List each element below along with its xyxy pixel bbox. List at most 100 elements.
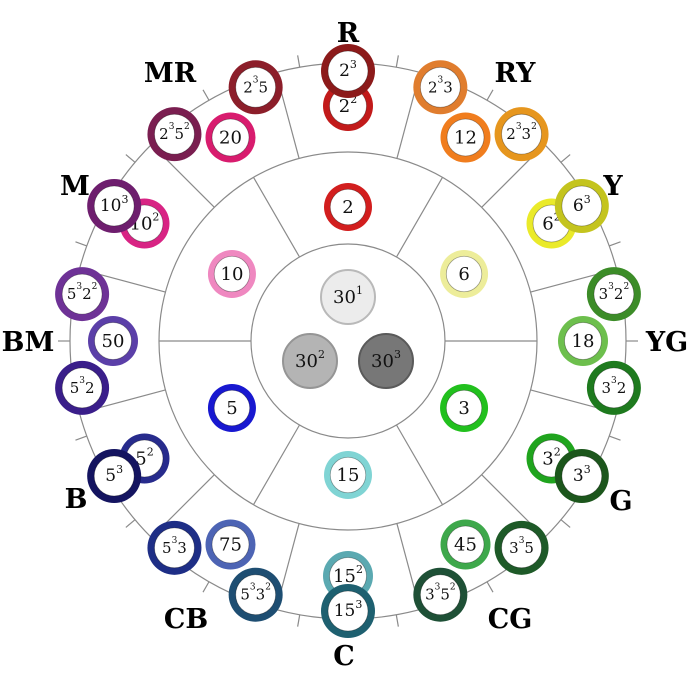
chip-face: [446, 118, 485, 157]
spoke-outer: [560, 154, 571, 163]
spoke-inner: [395, 177, 444, 258]
spoke-outer: [125, 154, 136, 163]
label-yg: YG: [645, 327, 688, 358]
spoke-inner: [252, 424, 301, 505]
core-chip-face: [282, 333, 338, 389]
chip-face: [445, 255, 483, 293]
chip-label: 33: [573, 463, 591, 487]
chip-label: 153: [334, 598, 363, 622]
chip-face: [154, 113, 195, 155]
chip-label: 3322: [599, 282, 630, 303]
ring3-chip: 5332: [228, 567, 283, 622]
chip-label: 103: [100, 193, 129, 217]
chip-label: 235: [243, 75, 268, 96]
label-bm: BM: [2, 327, 55, 358]
spoke-outer: [297, 614, 301, 627]
chip-face: [593, 273, 635, 315]
chip-label: 32: [542, 445, 560, 469]
label-cb: CB: [164, 604, 208, 635]
ring3-chip: 332: [586, 360, 641, 415]
chip-face: [329, 188, 367, 226]
chip-label: 5322: [67, 282, 98, 303]
chip-label: 75: [219, 534, 242, 555]
chip-face: [61, 273, 103, 315]
chip-label: 2352: [159, 122, 190, 143]
chip-label: 2332: [506, 122, 537, 143]
chip-face: [211, 525, 250, 564]
chip-face: [564, 322, 602, 360]
ring2-chip: 18: [558, 316, 608, 366]
ring3-chip: 3352: [413, 567, 468, 622]
chip-label: 12: [454, 127, 477, 148]
spoke-outer: [125, 519, 136, 528]
chip-face: [213, 255, 251, 293]
chip-label: 53: [105, 463, 123, 487]
spoke-inner: [395, 424, 444, 505]
ring2-chip: 45: [440, 519, 491, 570]
chip-label: 63: [573, 193, 591, 217]
ring3-chip: 533: [147, 520, 202, 575]
ring3-chip: 53: [87, 449, 142, 503]
chip-label: 10: [220, 264, 243, 285]
ring3-chip: 33: [554, 449, 609, 503]
chip-face: [561, 455, 603, 497]
chip-label: 532: [70, 376, 95, 397]
chip-face: [327, 50, 369, 92]
spoke-inner: [252, 177, 301, 258]
core-chip: 302: [282, 333, 338, 389]
chip-face: [445, 389, 483, 427]
chip-label: 23: [339, 58, 357, 82]
wheel-grid: [58, 55, 638, 627]
chip-label: 18: [572, 331, 595, 352]
chip-face: [329, 456, 367, 494]
spoke-outer: [297, 55, 301, 68]
ring2-chip: 20: [205, 112, 256, 163]
chip-label: 3352: [425, 583, 456, 604]
ring2-chip: 12: [440, 112, 491, 163]
ring1-chip: 15: [324, 451, 372, 499]
chip-label: 3: [458, 398, 469, 419]
ring3-chip: 2332: [494, 107, 549, 162]
chip-face: [93, 185, 135, 227]
chip-label: 2: [342, 197, 353, 218]
spoke-outer: [486, 89, 494, 101]
core-chip: 301: [320, 269, 376, 325]
label-c: C: [333, 641, 355, 672]
chip-label: 5332: [240, 583, 271, 604]
ring3-chip: 532: [55, 360, 110, 415]
label-b: B: [65, 484, 88, 515]
ring3-chip: 103: [87, 179, 142, 233]
ring2-chip: 50: [88, 316, 138, 366]
ring1-chip: 2: [324, 183, 372, 231]
ring3-chip: 153: [321, 584, 375, 638]
chip-label: 50: [102, 331, 125, 352]
spoke-outer: [609, 241, 621, 247]
ring3-chip: 5322: [55, 267, 110, 322]
chip-face: [419, 66, 461, 108]
chip-label: 533: [162, 536, 187, 557]
label-ry: RY: [495, 58, 537, 89]
spoke-outer: [395, 614, 399, 627]
chip-face: [213, 389, 251, 427]
chip-face: [93, 455, 135, 497]
chip-label: 233: [428, 75, 453, 96]
chip-label: 152: [333, 563, 363, 587]
label-cg: CG: [488, 604, 533, 635]
core-chip-face: [320, 269, 376, 325]
chip-label: 45: [454, 534, 477, 555]
label-y: Y: [602, 171, 623, 202]
ring1-chip: 10: [207, 250, 256, 298]
ring3-chip: 23: [321, 44, 375, 98]
ring3-chip: 235: [228, 60, 283, 115]
ring1-chip: 5: [207, 384, 256, 432]
chip-face: [61, 367, 103, 409]
chip-label: 15: [337, 465, 360, 486]
core-chip-label: 302: [295, 348, 325, 372]
label-mr: MR: [144, 58, 197, 89]
chip-face: [94, 322, 132, 360]
ring3-chip: 63: [554, 179, 609, 233]
core-chip-face: [358, 333, 414, 389]
chip-face: [561, 185, 603, 227]
chip-face: [327, 590, 369, 632]
